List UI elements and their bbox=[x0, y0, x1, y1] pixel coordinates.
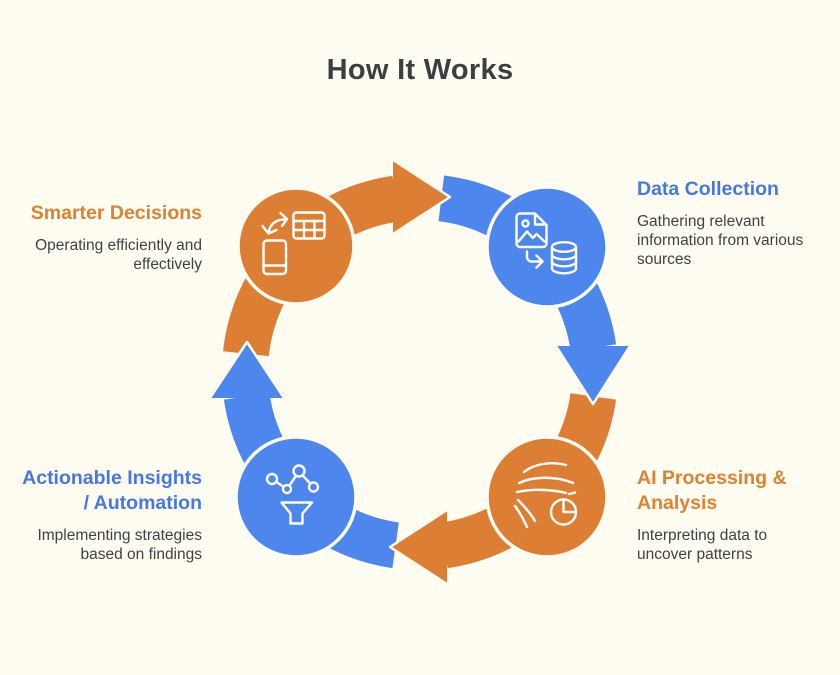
data-streams-pie-chart-icon bbox=[513, 462, 578, 529]
phone-table-sync-icon bbox=[261, 211, 326, 276]
step-circle-actionable-insights bbox=[234, 435, 358, 559]
step-circle-smarter-decisions bbox=[236, 186, 356, 306]
page-title: How It Works bbox=[326, 54, 514, 86]
step-description-ai-processing: Interpreting data to uncover patterns bbox=[637, 527, 768, 563]
arrowhead-right-icon bbox=[554, 345, 632, 406]
step-description-data-collection: Gathering relevant information from vari… bbox=[637, 213, 804, 268]
network-nodes-funnel-icon bbox=[265, 464, 320, 525]
step-circle-data-collection bbox=[485, 185, 609, 309]
arrowhead-bottom-icon bbox=[388, 508, 448, 586]
image-file-to-database-icon bbox=[515, 212, 578, 275]
step-description-actionable-insights: Implementing strategies based on finding… bbox=[37, 527, 202, 563]
arrowhead-top-icon bbox=[392, 158, 452, 236]
step-block-data-collection: Data Collection Gathering relevant infor… bbox=[637, 177, 832, 269]
step-block-smarter-decisions: Smarter Decisions Operating efficiently … bbox=[0, 201, 202, 274]
arrowhead-left-icon bbox=[208, 340, 286, 399]
step-title-data-collection: Data Collection bbox=[637, 178, 779, 200]
step-block-ai-processing: AI Processing & Analysis Interpreting da… bbox=[637, 466, 832, 564]
step-title-smarter-decisions: Smarter Decisions bbox=[30, 202, 202, 224]
step-description-smarter-decisions: Operating efficiently and effectively bbox=[35, 237, 202, 273]
step-title-actionable-insights: Actionable Insights / Automation bbox=[22, 467, 202, 514]
step-circle-ai-processing bbox=[485, 435, 609, 559]
step-block-actionable-insights: Actionable Insights / Automation Impleme… bbox=[0, 466, 202, 564]
step-title-ai-processing: AI Processing & Analysis bbox=[637, 467, 787, 514]
